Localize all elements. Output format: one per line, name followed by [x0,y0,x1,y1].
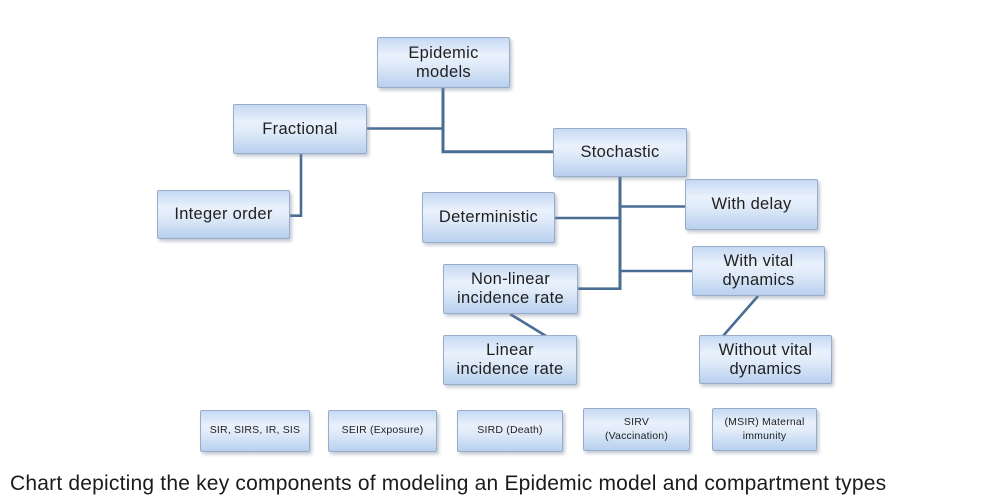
connector-fractional-to-integer-order [290,154,303,217]
node-integer-order: Integer order [157,190,290,239]
node-sir-sirs-ir-sis: SIR, SIRS, IR, SIS [200,410,310,452]
node-nonlinear-incidence-rate: Non-linear incidence rate [443,264,578,314]
node-msir-maternal-immunity: (MSIR) Maternal immunity [712,408,817,451]
connector-with-vital-to-without-vital [722,295,759,337]
node-sirv-vaccination: SIRV (Vaccination) [583,408,690,451]
node-with-delay: With delay [685,179,818,230]
node-epidemic-models: Epidemic models [377,37,510,88]
connector-nonlinear-to-linear [509,312,547,338]
node-linear-incidence-rate: Linear incidence rate [443,335,577,385]
node-stochastic: Stochastic [553,128,687,177]
node-seir-exposure: SEIR (Exposure) [328,410,437,452]
node-without-vital-dynamics: Without vital dynamics [699,335,832,384]
node-deterministic: Deterministic [422,192,555,243]
node-with-vital-dynamics: With vital dynamics [692,246,825,296]
connector-epidemic-to-stochastic [441,88,553,154]
node-fractional: Fractional [233,104,367,154]
caption: Chart depicting the key components of mo… [10,472,887,495]
node-sird-death: SIRD (Death) [457,410,563,452]
